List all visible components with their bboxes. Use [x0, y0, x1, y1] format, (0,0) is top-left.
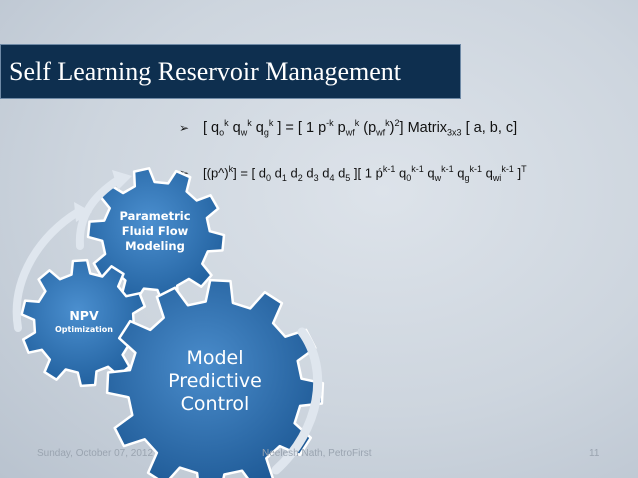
gear-parametric-icon	[86, 167, 226, 305]
page-number: 11	[589, 448, 600, 459]
cycle-arrow-icon	[75, 176, 122, 250]
gear-npv-label: NPV Optimization	[55, 308, 113, 334]
title-bar: Self Learning Reservoir Management	[0, 44, 461, 99]
footer-author: Neelesh Nath, PetroFirst	[262, 448, 372, 459]
gear-npv-icon	[20, 258, 148, 388]
slide-title: Self Learning Reservoir Management	[9, 57, 402, 86]
cycle-arrow-icon	[12, 208, 82, 332]
gear-model-icon	[105, 278, 325, 478]
gear-parametric-body	[86, 167, 226, 305]
footer-date: Sunday, October 07, 2012	[37, 448, 154, 459]
cycle-arrow-icon	[271, 327, 323, 475]
gear-parametric-label: Parametric Fluid Flow Modeling	[119, 209, 191, 253]
gear-npv-body	[20, 258, 148, 388]
gear-model-label: Model Predictive Control	[168, 347, 262, 415]
arrow-bullet-icon: ➢	[179, 120, 190, 135]
equation-1: ➢[ qok qwk qgk ] = [ 1 p-k pwfk (pwfk)2]…	[179, 118, 518, 138]
gear-model-body	[105, 278, 325, 478]
arrowhead-icon	[112, 170, 132, 190]
